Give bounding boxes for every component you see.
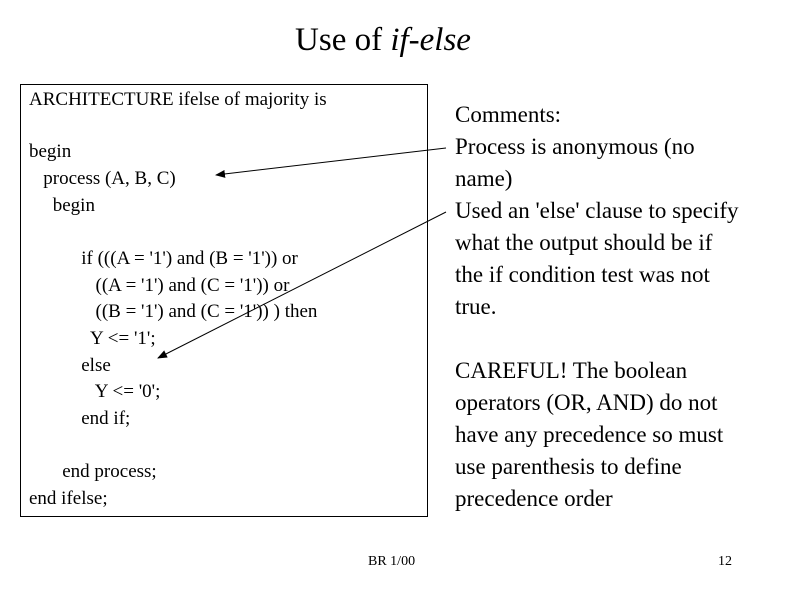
comment-line: CAREFUL! The boolean xyxy=(455,358,688,383)
arrow-to-else xyxy=(157,211,447,359)
comment-line: name) xyxy=(455,166,513,191)
comment-line: the if condition test was not xyxy=(455,262,710,287)
code-line: ((A = '1') and (C = '1')) or xyxy=(29,275,290,296)
code-box xyxy=(20,84,428,517)
code-line: ((B = '1') and (C = '1')) ) then xyxy=(29,301,318,322)
arrow-to-process xyxy=(215,147,447,178)
code-line: end ifelse; xyxy=(29,488,108,509)
comment-line: what the output should be if xyxy=(455,230,713,255)
code-line: if (((A = '1') and (B = '1')) or xyxy=(29,248,298,269)
code-line: ARCHITECTURE ifelse of majority is xyxy=(29,89,327,110)
comment-line: operators (OR, AND) do not xyxy=(455,390,718,415)
footer-label: BR 1/00 xyxy=(368,554,416,569)
title-text: Use of xyxy=(295,22,391,58)
comment-line: Used an 'else' clause to specify xyxy=(455,198,739,223)
slide-title: Use of if-else xyxy=(0,24,766,57)
title-emphasis: if-else xyxy=(390,22,471,58)
code-line: end process; xyxy=(29,461,157,482)
comment-line: precedence order xyxy=(455,486,613,511)
code-line: end if; xyxy=(29,408,131,429)
code-line: Y <= '0'; xyxy=(29,381,161,402)
code-line: process (A, B, C) xyxy=(29,168,176,189)
page-number: 12 xyxy=(718,554,732,569)
comment-line: use parenthesis to define xyxy=(455,454,682,479)
code-line: begin xyxy=(29,195,95,216)
comment-line: true. xyxy=(455,294,497,319)
comment-line: Comments: xyxy=(455,102,562,127)
code-line: Y <= '1'; xyxy=(29,328,156,349)
comment-line: Process is anonymous (no xyxy=(455,134,695,159)
code-line: begin xyxy=(29,141,72,162)
comment-line: have any precedence so must xyxy=(455,422,724,447)
code-line: else xyxy=(29,355,111,376)
